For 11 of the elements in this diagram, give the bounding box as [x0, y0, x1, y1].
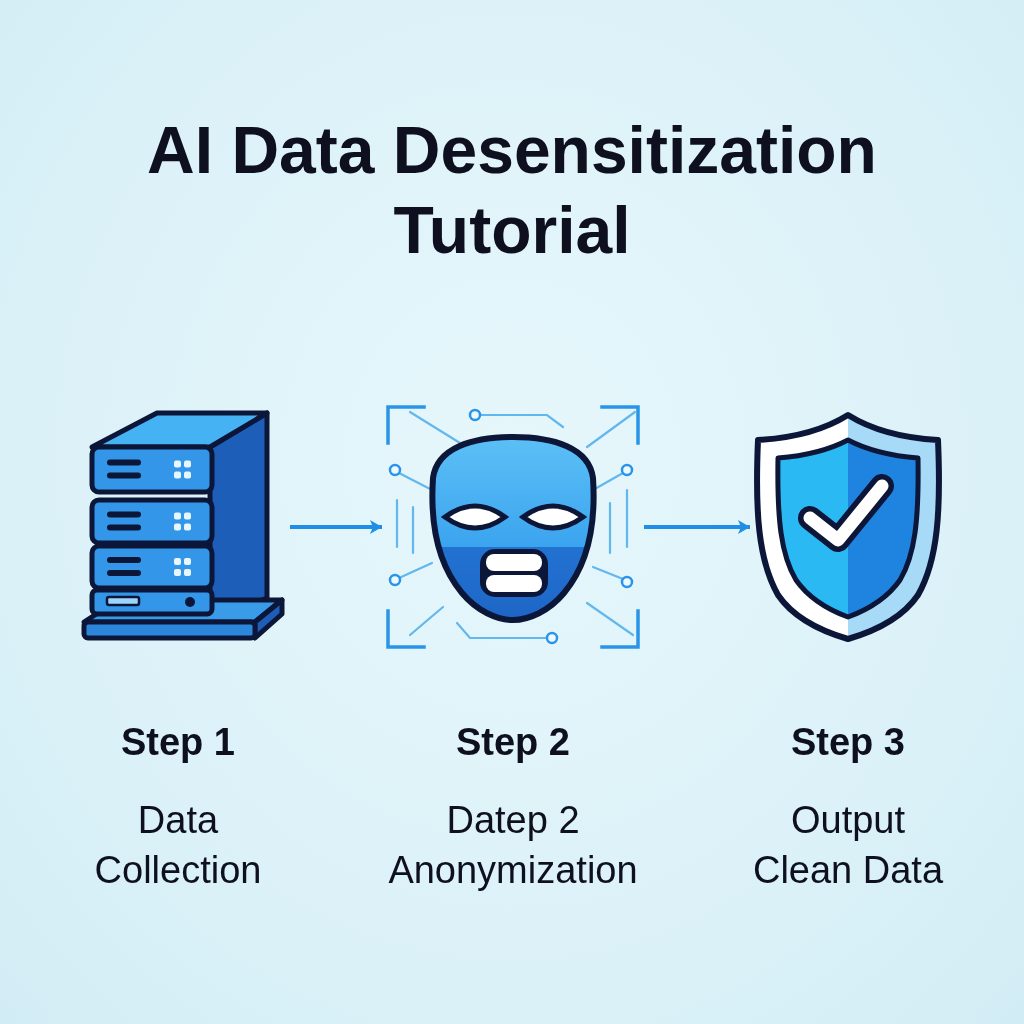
step-description: Data Collection	[93, 798, 263, 893]
step-heading: Step 3	[789, 720, 906, 765]
arrow	[644, 520, 750, 534]
arrow	[290, 520, 382, 534]
step-heading: Step 2	[454, 720, 571, 765]
shield-check-icon	[752, 410, 944, 644]
title: AI Data Desensitization Tutorial	[146, 112, 878, 269]
step-description: Datep 2 Anonymization	[387, 798, 639, 893]
step-description: Output Clean Data	[751, 798, 945, 893]
mask-icon	[384, 403, 642, 651]
step-heading: Step 1	[119, 720, 236, 765]
